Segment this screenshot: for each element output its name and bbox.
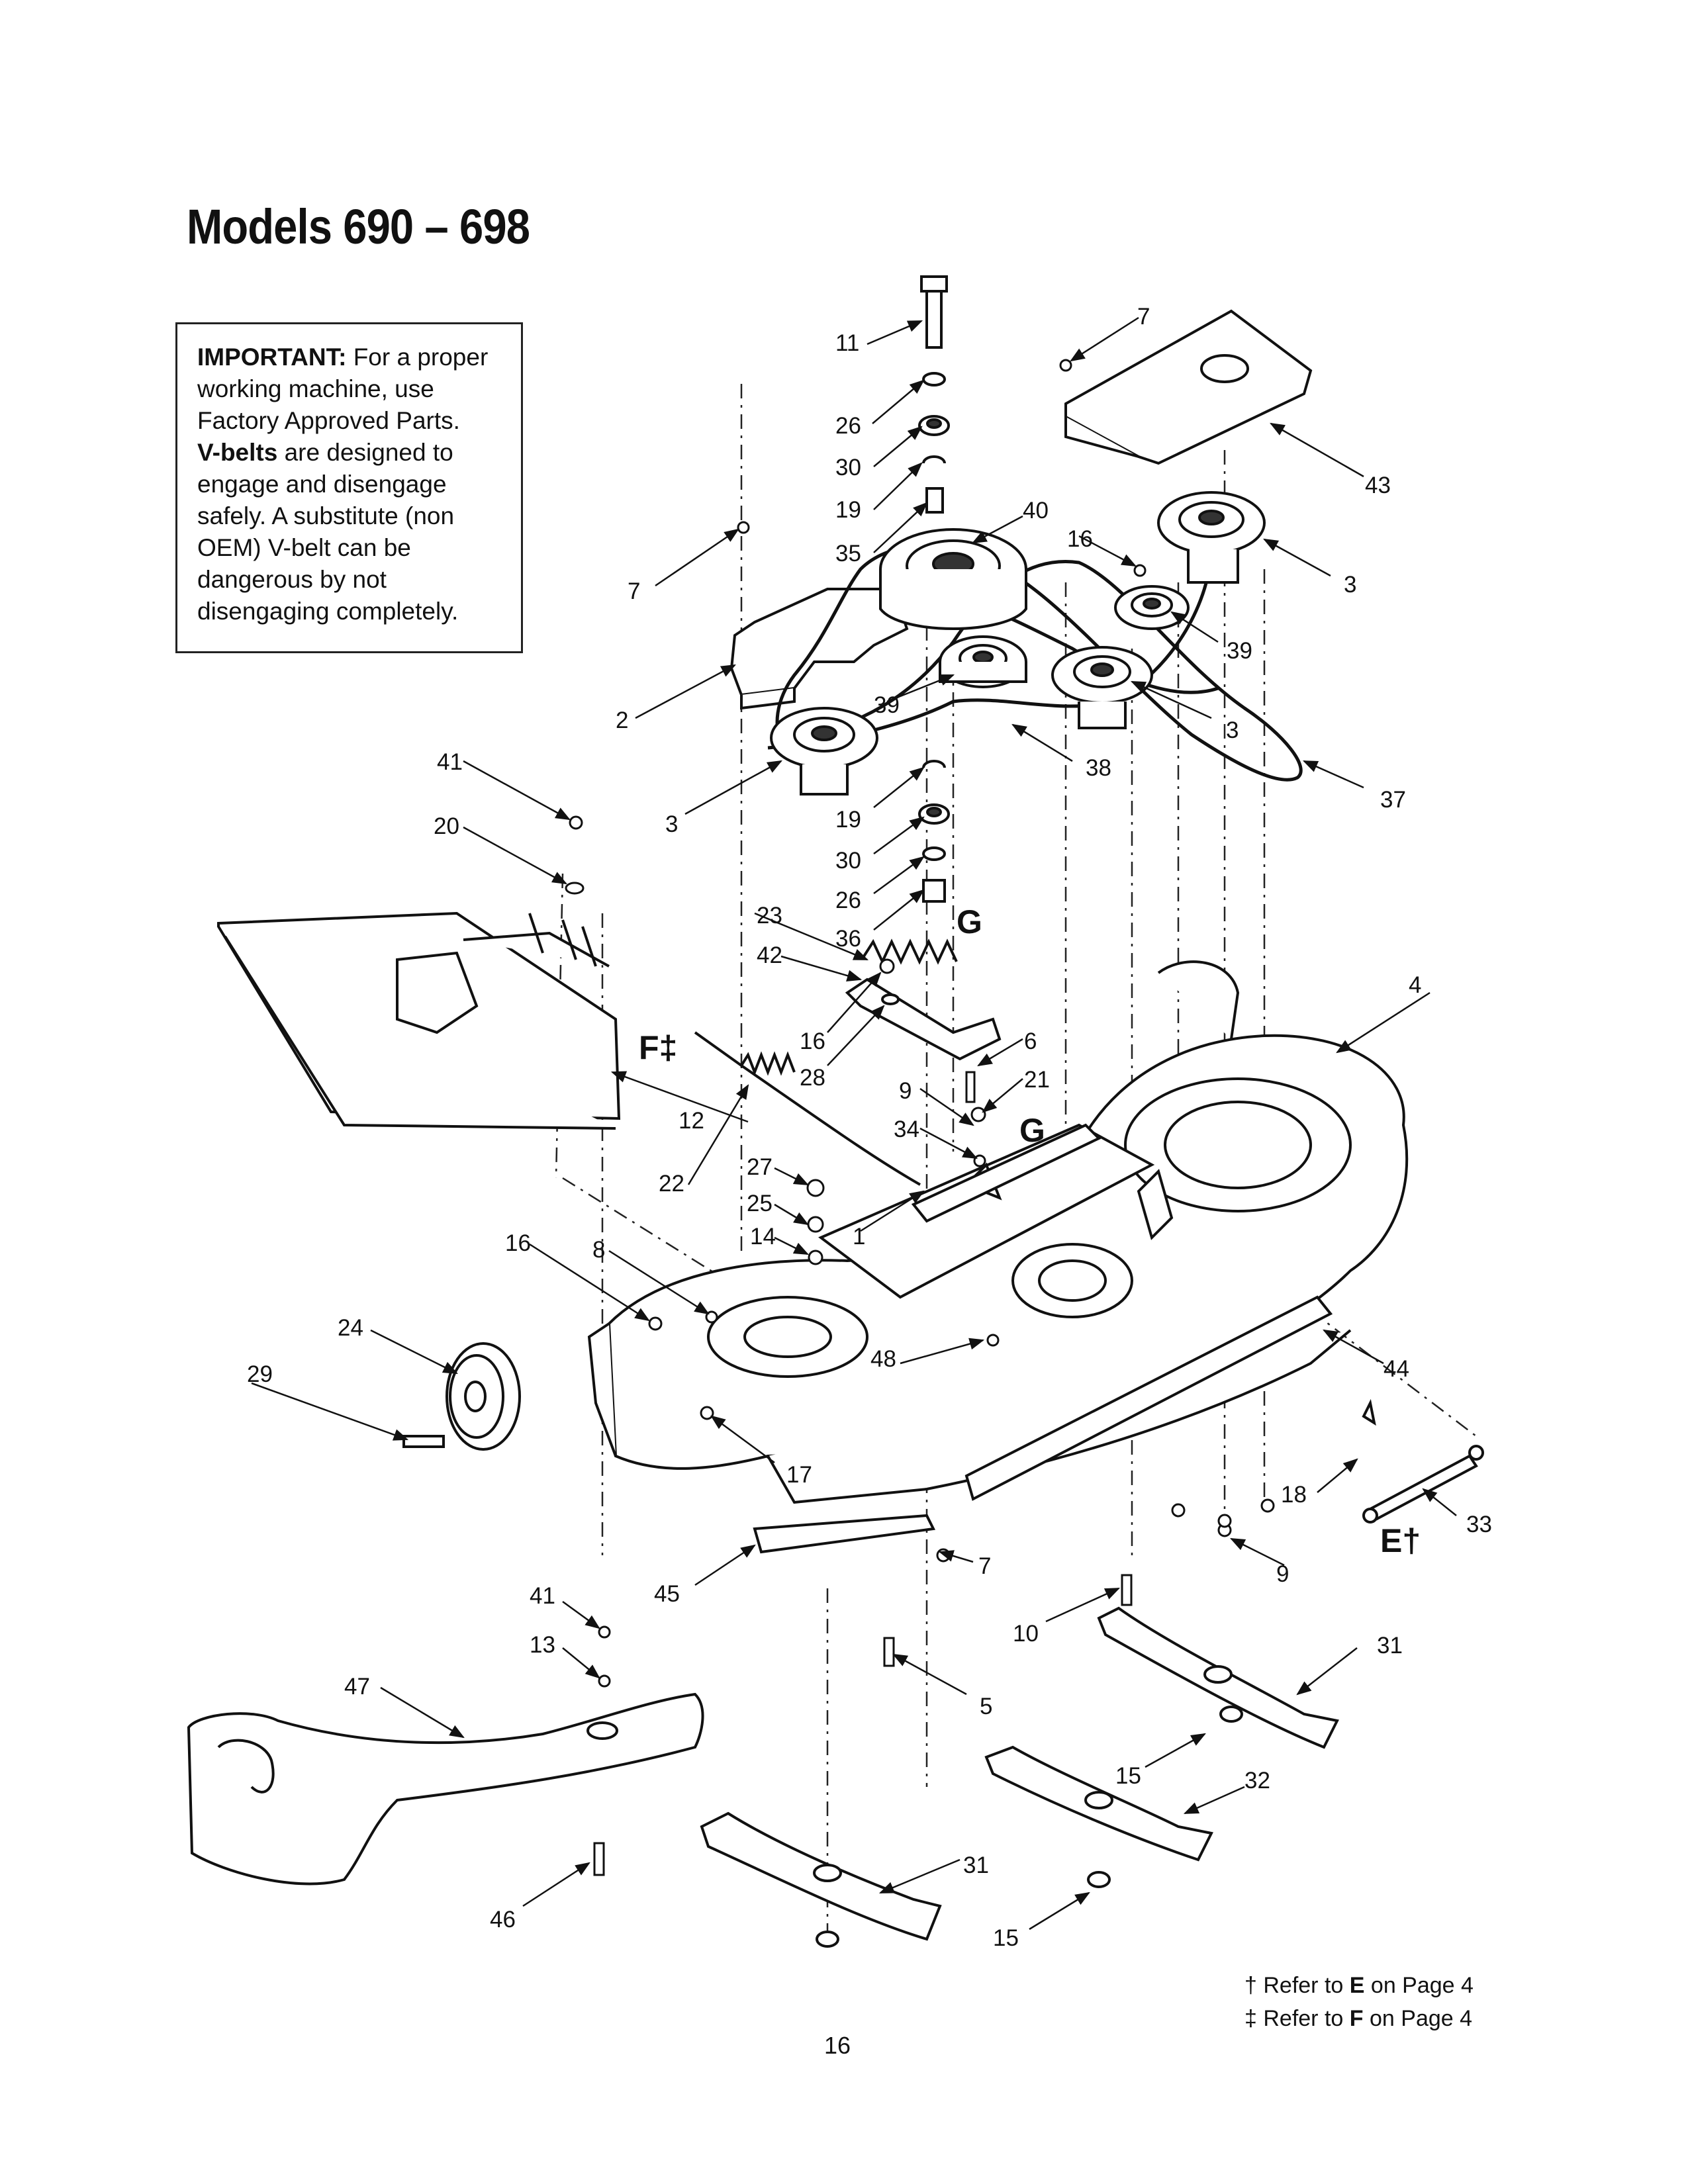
callout-44: 44 (1383, 1356, 1409, 1382)
page-title: Models 690 – 698 (187, 199, 530, 254)
ref-letter-f: F‡ (639, 1029, 677, 1066)
callout-3a: 3 (1344, 572, 1356, 598)
ref-letter-e: E† (1380, 1522, 1421, 1559)
callout-7b: 7 (628, 578, 640, 604)
callout-22: 22 (659, 1171, 684, 1197)
callout-15a: 15 (1115, 1763, 1141, 1789)
callout-29: 29 (247, 1361, 273, 1387)
callout-17: 17 (786, 1462, 812, 1488)
callout-9b: 9 (1276, 1561, 1289, 1587)
notice-heading: IMPORTANT: (197, 343, 347, 371)
ref-letter-g-lower: G (1019, 1112, 1045, 1149)
footnote-dagger: † Refer to E on Page 4 (1244, 1973, 1474, 1998)
callout-7c: 7 (978, 1553, 991, 1579)
pulley-center-40 (879, 528, 1027, 630)
rod-and-clip (1362, 1398, 1484, 1524)
callout-46: 46 (490, 1907, 516, 1933)
callout-numbers: 11 26 30 19 35 40 7 43 7 16 3 39 39 3 2 … (247, 304, 1492, 1951)
deck-baffles (753, 1295, 1333, 1554)
callout-38: 38 (1086, 755, 1111, 781)
callout-41b: 41 (530, 1583, 555, 1609)
callout-2: 2 (616, 707, 628, 733)
deflector-shield (187, 1692, 704, 1886)
page-number: 16 (824, 2032, 851, 2059)
notice-line1: For a proper working machine, use Factor… (197, 343, 489, 434)
callout-40: 40 (1023, 498, 1049, 523)
pulley-left-3 (770, 707, 878, 796)
callout-3b: 3 (1226, 717, 1239, 743)
notice-line2: are designed to engage and disengage saf… (197, 439, 459, 625)
callout-31a: 31 (1377, 1633, 1403, 1659)
leader-lines (251, 316, 1457, 1931)
callout-32: 32 (1244, 1768, 1270, 1794)
callout-19a: 19 (835, 497, 861, 523)
callout-6: 6 (1024, 1028, 1037, 1054)
callout-39b: 39 (874, 692, 900, 718)
callout-9a: 9 (899, 1078, 912, 1104)
callout-42: 42 (757, 942, 782, 968)
callout-25: 25 (747, 1191, 773, 1216)
ref-letter-g-upper: G (957, 903, 982, 940)
callout-7a: 7 (1137, 304, 1150, 330)
pulley-mid-3 (1051, 646, 1153, 729)
callout-20: 20 (434, 813, 459, 839)
mower-blades (700, 1606, 1339, 1948)
callout-16b: 16 (800, 1028, 825, 1054)
callout-39a: 39 (1227, 638, 1252, 664)
callout-16c: 16 (505, 1230, 531, 1256)
callout-45: 45 (654, 1581, 680, 1607)
springs (694, 938, 958, 1186)
callout-13: 13 (530, 1632, 555, 1658)
callout-11: 11 (835, 330, 859, 356)
callout-35: 35 (835, 541, 861, 567)
discharge-chute (217, 911, 621, 1130)
callout-33: 33 (1466, 1512, 1492, 1537)
callout-4: 4 (1409, 972, 1421, 998)
callout-30b: 30 (835, 848, 861, 874)
callout-15b: 15 (993, 1925, 1019, 1951)
callout-19b: 19 (835, 807, 861, 833)
callout-26a: 26 (835, 413, 861, 439)
callout-5: 5 (980, 1694, 992, 1719)
callout-37: 37 (1380, 787, 1406, 813)
footnote-double-dagger: ‡ Refer to F on Page 4 (1244, 2006, 1473, 2031)
callout-23: 23 (757, 903, 782, 929)
callout-28: 28 (800, 1065, 825, 1091)
footnotes: † Refer to E on Page 4 ‡ Refer to F on P… (1244, 1969, 1474, 2035)
gauge-wheel (402, 1342, 521, 1451)
belt-guard-right (1064, 309, 1313, 465)
callout-47: 47 (344, 1674, 370, 1700)
callout-36: 36 (835, 926, 861, 952)
callout-24: 24 (338, 1315, 363, 1341)
pulley-right-3 (1157, 491, 1266, 584)
callout-10: 10 (1013, 1621, 1039, 1647)
pulleys (770, 491, 1266, 796)
callout-14: 14 (750, 1224, 776, 1250)
important-notice-box: IMPORTANT: For a proper working machine,… (175, 322, 523, 653)
callout-21: 21 (1024, 1067, 1050, 1093)
callout-1: 1 (853, 1224, 865, 1250)
callout-31b: 31 (963, 1852, 989, 1878)
callout-34: 34 (894, 1116, 919, 1142)
callout-18: 18 (1281, 1482, 1307, 1508)
pulley-idler-39b (1114, 585, 1190, 630)
callout-12: 12 (679, 1108, 704, 1134)
spindle-hardware (918, 275, 950, 903)
callout-16a: 16 (1067, 526, 1093, 552)
callout-27: 27 (747, 1154, 773, 1180)
callout-26b: 26 (835, 887, 861, 913)
callout-43: 43 (1365, 473, 1391, 498)
callout-30a: 30 (835, 455, 861, 480)
pulley-idler-39a (939, 635, 1027, 688)
callout-41a: 41 (437, 749, 463, 775)
callout-48: 48 (870, 1346, 896, 1372)
notice-heading2: V-belts (197, 439, 278, 466)
callout-8: 8 (592, 1237, 605, 1263)
callout-3c: 3 (665, 811, 678, 837)
reference-letters: G G F‡ E† (639, 903, 1421, 1559)
